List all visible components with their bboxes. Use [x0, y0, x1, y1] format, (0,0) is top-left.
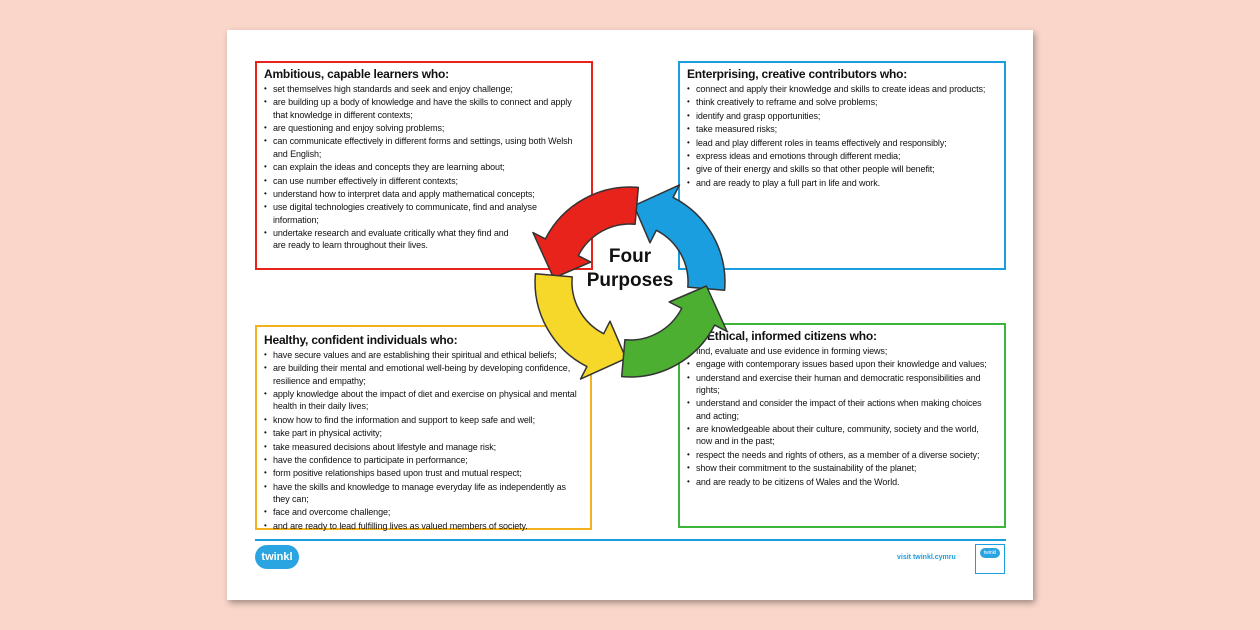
footer-divider: [255, 539, 1006, 541]
bullet-item: can communicate effectively in different…: [264, 135, 583, 160]
ambitious-learners-box: Ambitious, capable learners who: set them…: [255, 61, 593, 270]
bullet-item: know how to find the information and sup…: [264, 414, 582, 427]
bullet-item: take part in physical activity;: [264, 427, 582, 440]
box-title: Ambitious, capable learners who:: [264, 67, 449, 81]
center-title: Four Purposes: [580, 245, 680, 293]
visit-link[interactable]: visit twinkl.cymru: [897, 554, 956, 561]
bullet-item: have secure values and are establishing …: [264, 349, 582, 362]
bullet-item: and are ready to be citizens of Wales an…: [687, 476, 996, 489]
bullet-item: and are ready to lead fulfilling lives a…: [264, 520, 582, 533]
ethical-citizens-box: Ethical, informed citizens who: find, eva…: [678, 323, 1006, 528]
bullet-item: are questioning and enjoy solving proble…: [264, 122, 583, 135]
red-cycle-arrow: [532, 186, 640, 279]
green-cycle-arrow: [620, 285, 728, 378]
bullet-item: take measured risks;: [687, 123, 996, 136]
bullet-item: can use number effectively in different …: [264, 175, 583, 188]
four-purposes-cycle-diagram: [532, 184, 728, 380]
quality-badge-icon: twinkl: [975, 544, 1005, 574]
bullet-item: use digital technologies creatively to c…: [264, 201, 583, 226]
bullet-item: connect and apply their knowledge and sk…: [687, 83, 996, 96]
bullet-item: find, evaluate and use evidence in formi…: [687, 345, 996, 358]
bullet-item: face and overcome challenge;: [264, 506, 582, 519]
bullet-list: connect and apply their knowledge and sk…: [687, 83, 996, 189]
bullet-item: respect the needs and rights of others, …: [687, 449, 996, 462]
bullet-item: take measured decisions about lifestyle …: [264, 441, 582, 454]
bullet-item: are building up a body of knowledge and …: [264, 96, 583, 121]
bullet-item: can explain the ideas and concepts they …: [264, 161, 583, 174]
bullet-item: express ideas and emotions through diffe…: [687, 150, 996, 163]
bullet-item: understand and exercise their human and …: [687, 372, 996, 397]
box-title: Ethical, informed citizens who:: [707, 329, 877, 343]
bullet-item: think creatively to reframe and solve pr…: [687, 96, 996, 109]
bullet-item: are building their mental and emotional …: [264, 362, 582, 387]
box-title: Healthy, confident individuals who:: [264, 333, 458, 347]
badge-label: twinkl: [980, 548, 1000, 558]
bullet-item: understand how to interpret data and app…: [264, 188, 583, 201]
bullet-item: give of their energy and skills so that …: [687, 163, 996, 176]
document-page: Ambitious, capable learners who: set them…: [227, 30, 1033, 600]
bullet-item: have the skills and knowledge to manage …: [264, 481, 582, 506]
healthy-individuals-box: Healthy, confident individuals who: have …: [255, 325, 592, 532]
bullet-item: engage with contemporary issues based up…: [687, 358, 996, 371]
bullet-list: set themselves high standards and seek a…: [264, 83, 583, 252]
blue-cycle-arrow: [633, 184, 726, 292]
bullet-item: apply knowledge about the impact of diet…: [264, 388, 582, 413]
bullet-item: show their commitment to the sustainabil…: [687, 462, 996, 475]
bullet-item: have the confidence to participate in pe…: [264, 454, 582, 467]
center-title-line-2: Purposes: [586, 270, 674, 291]
box-title: Enterprising, creative contributors who:: [687, 67, 908, 81]
bullet-list: have secure values and are establishing …: [264, 349, 582, 532]
bullet-item: and are ready to play a full part in lif…: [687, 177, 996, 190]
bullet-item: lead and play different roles in teams e…: [687, 137, 996, 150]
bullet-item: understand and consider the impact of th…: [687, 397, 996, 422]
bullet-item: identify and grasp opportunities;: [687, 110, 996, 123]
twinkl-logo: twinkl: [255, 545, 299, 569]
yellow-cycle-arrow: [534, 272, 627, 380]
bullet-item: are knowledgeable about their culture, c…: [687, 423, 996, 448]
bullet-item: form positive relationships based upon t…: [264, 467, 582, 480]
bullet-item: set themselves high standards and seek a…: [264, 83, 583, 96]
enterprising-contributors-box: Enterprising, creative contributors who:…: [678, 61, 1006, 270]
bullet-list: find, evaluate and use evidence in formi…: [687, 345, 996, 488]
center-title-line-1: Four: [608, 246, 652, 267]
bullet-item: undertake research and evaluate critical…: [264, 227, 523, 252]
